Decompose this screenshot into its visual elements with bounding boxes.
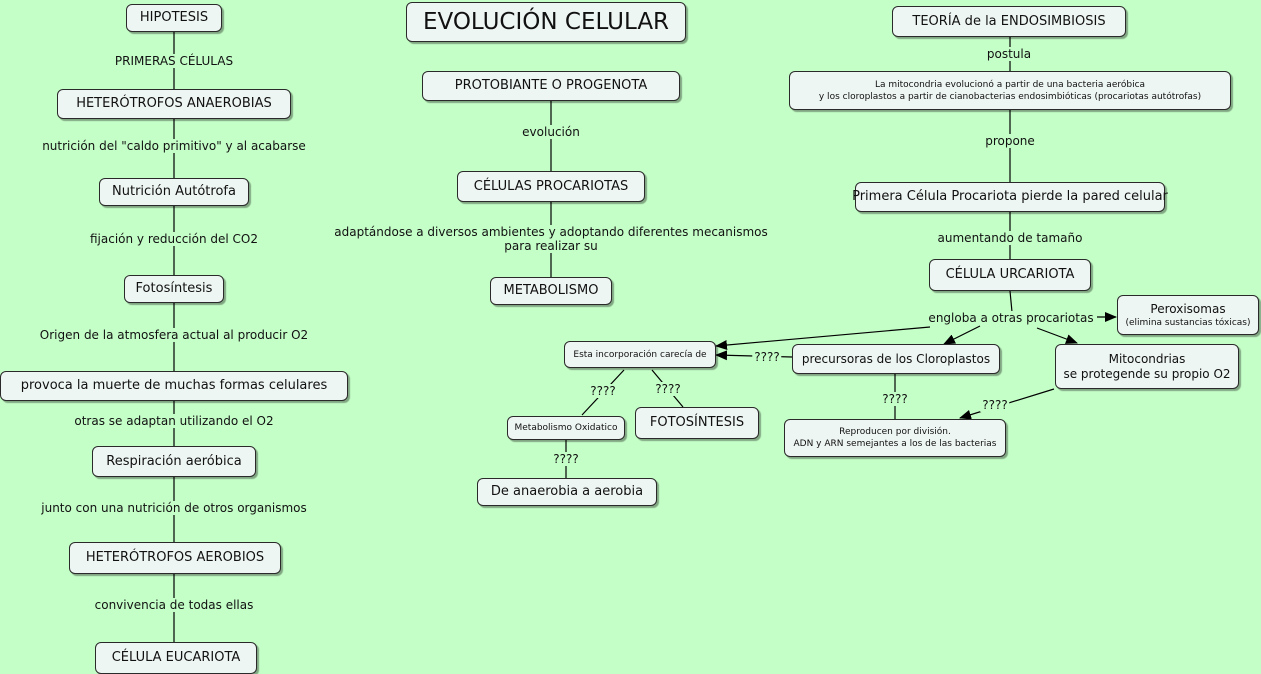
node-primera-celula[interactable]: Primera Célula Procariota pierde la pare… <box>852 182 1168 212</box>
node-metabolismo[interactable]: METABOLISMO <box>490 277 612 305</box>
label-primeras-celulas: PRIMERAS CÉLULAS <box>112 54 236 68</box>
label-convivencia: convivencia de todas ellas <box>92 598 256 612</box>
mitocondrias-line-2: se protegende su propio O2 <box>1063 366 1231 381</box>
label-origen-atmosfera: Origen de la atmosfera actual al produci… <box>37 328 311 342</box>
label-adaptandose: adaptándose a diversos ambientes y adopt… <box>332 225 770 253</box>
mitocondria-line-2: y los cloroplastos a partir de cianobact… <box>818 91 1202 102</box>
node-metabolismo-oxidatico[interactable]: Metabolismo Oxidatico <box>507 416 625 440</box>
label-evolucion: evolución <box>520 125 582 139</box>
label-fijacion: fijación y reducción del CO2 <box>87 232 261 246</box>
node-teoria-endosimbiosis[interactable]: TEORÍA de la ENDOSIMBIOSIS <box>892 6 1126 37</box>
node-celulas-procariotas[interactable]: CÉLULAS PROCARIOTAS <box>457 171 645 202</box>
label-propone: propone <box>983 134 1037 148</box>
node-heterotrofos-anaerobias[interactable]: HETERÓTROFOS ANAEROBIAS <box>57 89 291 119</box>
node-anaerobia-aerobia[interactable]: De anaerobia a aerobia <box>477 478 657 506</box>
label-question-metabolismo: ???? <box>588 384 618 398</box>
node-incorporacion[interactable]: Esta incorporación carecía de <box>564 341 716 368</box>
page-title: EVOLUCIÓN CELULAR <box>406 2 686 42</box>
node-precursoras-cloroplastos[interactable]: precursoras de los Cloroplastos <box>792 344 1000 374</box>
label-postula: postula <box>984 47 1034 61</box>
label-question-precursoras: ???? <box>752 350 782 364</box>
label-otras-adaptan: otras se adaptan utilizando el O2 <box>72 414 276 428</box>
mitocondrias-line-1: Mitocondrias <box>1108 351 1186 366</box>
node-fotosintesis[interactable]: Fotosíntesis <box>124 275 224 303</box>
node-provoca-muerte[interactable]: provoca la muerte de muchas formas celul… <box>0 371 348 401</box>
node-fotosintesis-caps[interactable]: FOTOSÍNTESIS <box>635 407 759 439</box>
node-heterotrofos-aerobios[interactable]: HETERÓTROFOS AEROBIOS <box>69 542 281 574</box>
node-celula-urcariota[interactable]: CÉLULA URCARIOTA <box>929 259 1091 291</box>
label-engloba: engloba a otras procariotas <box>926 311 1096 325</box>
node-protobiante[interactable]: PROTOBIANTE O PROGENOTA <box>422 71 680 101</box>
node-mitocondrias[interactable]: Mitocondrias se protegende su propio O2 <box>1055 344 1239 389</box>
label-adaptandose-line-2: para realizar su <box>504 239 598 253</box>
peroxisomas-title: Peroxisomas <box>1150 301 1226 316</box>
node-nutricion-autotrofa[interactable]: Nutrición Autótrofa <box>99 178 249 206</box>
label-question-reproducen: ???? <box>880 392 910 406</box>
node-peroxisomas[interactable]: Peroxisomas (elimina sustancias tóxicas) <box>1117 295 1259 335</box>
label-question-anaerobia: ???? <box>551 452 581 466</box>
node-reproducen-division[interactable]: Reproducen por división. ADN y ARN semej… <box>784 419 1006 457</box>
label-question-fotosintesis: ???? <box>653 382 683 396</box>
mitocondria-line-1: La mitocondria evolucionó a partir de un… <box>874 79 1146 90</box>
label-adaptandose-line-1: adaptándose a diversos ambientes y adopt… <box>334 225 768 239</box>
label-nutricion-caldo: nutrición del "caldo primitivo" y al aca… <box>40 139 308 153</box>
node-mitocondria-evoluciono[interactable]: La mitocondria evolucionó a partir de un… <box>789 71 1231 110</box>
label-aumentando: aumentando de tamaño <box>935 231 1085 245</box>
node-respiracion-aerobica[interactable]: Respiración aeróbica <box>92 446 256 477</box>
reproducen-line-1: Reproducen por división. <box>839 427 951 437</box>
node-hipotesis[interactable]: HIPOTESIS <box>126 4 222 32</box>
label-junto-nutricion: junto con una nutrición de otros organis… <box>39 501 309 515</box>
reproducen-line-2: ADN y ARN semejantes a los de las bacter… <box>793 439 997 449</box>
label-question-mitocondrias: ???? <box>980 398 1010 412</box>
node-celula-eucariota[interactable]: CÉLULA EUCARIOTA <box>95 642 257 674</box>
peroxisomas-subtitle: (elimina sustancias tóxicas) <box>1125 317 1251 328</box>
